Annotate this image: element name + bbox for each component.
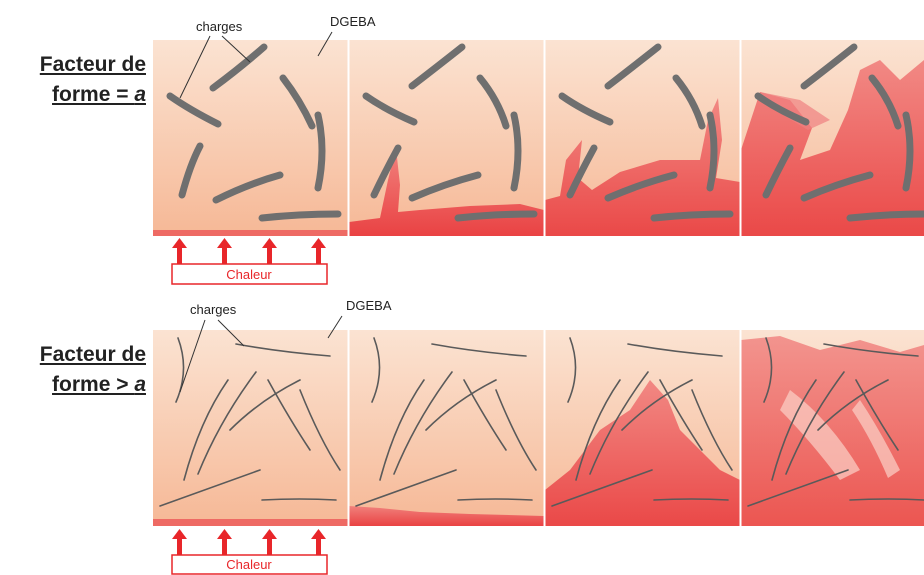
heat-source-row-1: Chaleur — [172, 238, 327, 284]
heat-label: Chaleur — [226, 267, 272, 282]
cured-region-stage-4 — [741, 336, 924, 526]
heat-source-row-2: Chaleur — [172, 529, 327, 574]
charges-annotation: charges — [190, 302, 237, 317]
cured-region-stage-1 — [153, 519, 348, 526]
row-aspect-equal — [153, 40, 924, 236]
dgeba-annotation: DGEBA — [330, 14, 376, 29]
row-aspect-greater — [153, 330, 924, 526]
dgeba-annotation: DGEBA — [346, 298, 392, 313]
heat-label: Chaleur — [226, 557, 272, 572]
panel-stage-1 — [153, 330, 348, 526]
charges-annotation: charges — [196, 19, 243, 34]
panel-stage-2 — [349, 330, 544, 526]
heat-arrows — [172, 238, 326, 264]
cured-region-stage-1 — [153, 230, 348, 236]
heat-arrows — [172, 529, 326, 555]
